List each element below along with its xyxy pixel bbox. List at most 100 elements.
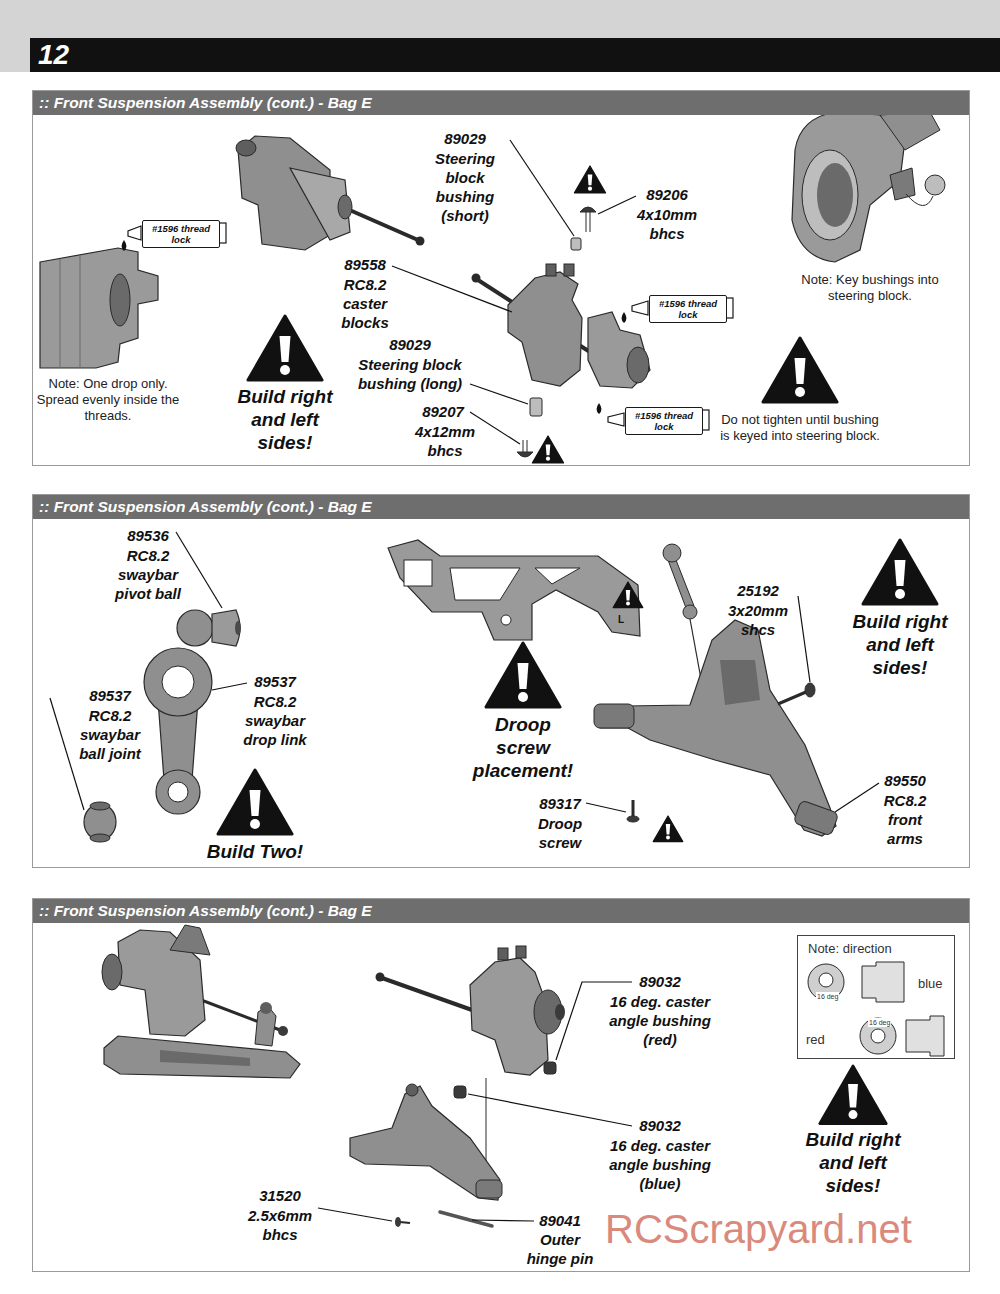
steering-block: [792, 112, 945, 262]
steering-block: [817, 163, 853, 227]
note-box: Note: direction16 degbluered16 deg: [797, 935, 955, 1059]
caster-block: [555, 1004, 565, 1020]
front-arm: [476, 1180, 502, 1198]
leader-line: [598, 196, 636, 214]
chassis-brace: [535, 568, 580, 584]
caster-block-assembly: [345, 208, 418, 240]
part-name: RC8.2 swaybar pivot ball: [103, 546, 193, 603]
warning-symbol: [574, 166, 605, 193]
note-text: Note: direction: [808, 941, 892, 957]
caster-block: [508, 264, 582, 386]
callout-number: 89207: [403, 403, 483, 421]
page-frame: [0, 0, 1000, 38]
thread-lock-text: #1596 thread lock: [629, 410, 699, 432]
thread-lock-text: #1596 thread lock: [653, 298, 723, 320]
thread-lock-text: #1596 thread lock: [146, 223, 216, 245]
part-name: 4x12mm bhcs: [405, 422, 485, 460]
leader-line: [472, 1220, 534, 1221]
warning-symbol: [218, 770, 292, 834]
swaybar-pivot-ball: [177, 610, 241, 646]
swaybar-pivot-ball: [235, 621, 241, 635]
screw: [517, 452, 533, 457]
page-number: 12: [30, 38, 1000, 72]
callout-number: 25192: [718, 582, 798, 600]
axle: [472, 274, 481, 283]
spindle-housing: [60, 256, 80, 368]
bushing: [454, 1086, 466, 1098]
swaybar-drop-link: [168, 782, 188, 802]
section-header: :: Front Suspension Assembly (cont.) - B…: [33, 899, 969, 923]
warning-symbol: [248, 316, 322, 380]
axle: [376, 973, 385, 982]
section-header: :: Front Suspension Assembly (cont.) - B…: [33, 91, 969, 115]
leader-line: [212, 683, 247, 690]
caster-block: [546, 264, 556, 276]
callout-number: 89558: [325, 256, 405, 274]
caster-block: [498, 948, 508, 960]
part-name: RC8.2 front arms: [870, 791, 940, 848]
warning-symbol: [532, 436, 563, 463]
warning-symbol: [218, 540, 937, 842]
leader-line: [470, 384, 528, 404]
hinge-pin: [440, 1212, 492, 1226]
warning-symbol: [486, 643, 560, 707]
steering-block: [880, 112, 940, 150]
caster-block-assembly: [236, 140, 256, 156]
warning-symbol: [820, 1066, 887, 1124]
leader-line: [510, 140, 574, 236]
leader-line: [468, 1094, 632, 1126]
callout-number: 89206: [627, 186, 707, 204]
color-name: red: [806, 1032, 825, 1048]
part-name: Steering block bushing (long): [340, 355, 480, 393]
screw: [627, 683, 815, 822]
thread-lock-tube: [622, 312, 627, 323]
callout-number: 89550: [865, 772, 945, 790]
steering-block: [802, 150, 858, 240]
warning-symbol: [653, 816, 683, 842]
bushing-direction-sample: [808, 962, 944, 1056]
caster-block: [516, 946, 526, 958]
chassis-brace: [404, 560, 432, 586]
bushing: [530, 238, 581, 416]
chassis-brace: [388, 540, 640, 640]
part-name: 3x20mm shcs: [713, 601, 803, 639]
front-arm: [594, 704, 634, 728]
swaybar-ball-joint: [90, 834, 110, 842]
steering-block: [890, 168, 915, 200]
part-name: Steering block bushing (short): [420, 149, 510, 225]
linkage: [668, 560, 694, 608]
front-arm: [350, 1084, 502, 1200]
assembled-corner: [260, 1002, 272, 1014]
assembly-note: Note: One drop only. Spread evenly insid…: [33, 376, 183, 424]
assembled-corner: [160, 1050, 250, 1066]
warning-symbol: [820, 1066, 887, 1124]
chassis-brace: [501, 615, 511, 625]
swaybar-drop-link: [144, 648, 212, 716]
leader-line: [586, 803, 626, 812]
bushing: [530, 398, 542, 416]
screw: [778, 692, 806, 704]
part-name: 2.5x6mm bhcs: [235, 1206, 325, 1244]
part-name: 4x10mm bhcs: [622, 205, 712, 243]
swaybar-ball-joint: [84, 802, 116, 842]
front-arm: [720, 660, 760, 705]
callout-number: 89317: [520, 795, 600, 813]
page-frame: [0, 38, 30, 72]
screw: [627, 816, 639, 822]
front-arm: [594, 620, 839, 836]
steering-block: [588, 312, 650, 388]
thread-lock-tube: [597, 403, 602, 414]
caster-block-assembly: [338, 195, 352, 219]
thread-lock-tube: [608, 413, 624, 426]
warning-text: Droop screw placement!: [467, 713, 579, 782]
steering-block: [925, 175, 945, 195]
leader-line: [318, 1208, 392, 1221]
section-header-bar: :: Front Suspension Assembly (cont.) - B…: [33, 899, 969, 923]
step-panel: :: Front Suspension Assembly (cont.) - B…: [32, 494, 970, 868]
front-arm: [406, 1084, 418, 1096]
screw: [580, 207, 596, 212]
callout-number: 89032: [620, 973, 700, 991]
front-arm: [793, 800, 839, 836]
